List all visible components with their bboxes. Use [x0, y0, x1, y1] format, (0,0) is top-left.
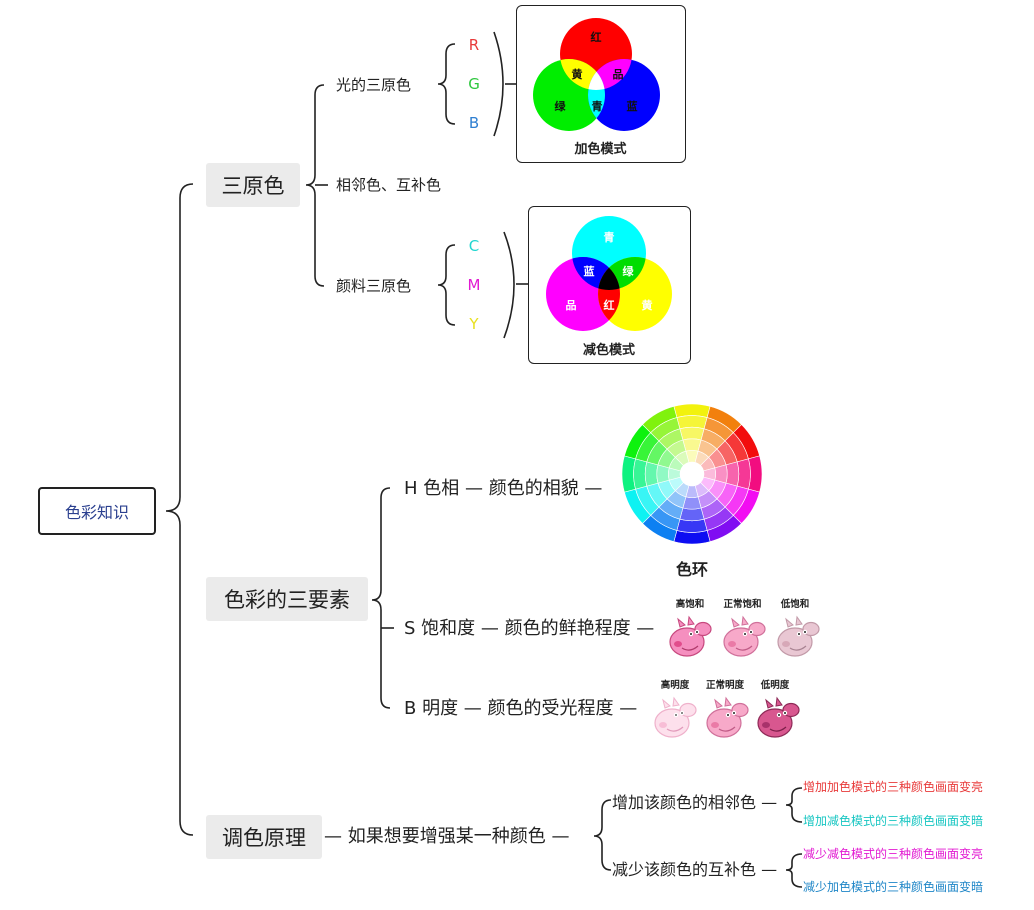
label-magenta: 品 — [613, 68, 624, 81]
label-blue: 蓝 — [627, 99, 638, 113]
label-green: 绿 — [555, 99, 567, 113]
label-green: 绿 — [623, 264, 635, 278]
label-yellow: 黄 — [642, 298, 653, 312]
label-blue: 蓝 — [584, 264, 595, 278]
letter-b: B — [468, 114, 480, 132]
label-normal-saturation: 正常饱和 — [723, 599, 762, 610]
topic-adjacent-complementary[interactable]: 相邻色、互补色 — [336, 176, 442, 194]
topic-saturation[interactable]: S 饱和度 — 颜色的鲜艳程度 — — [404, 618, 655, 639]
wheel-segment — [679, 507, 705, 522]
venn-yellow — [560, 59, 605, 90]
letter-m: M — [467, 276, 481, 294]
topic-brightness[interactable]: B 明度 — 颜色的受光程度 — — [404, 698, 638, 719]
additive-diagram: 红 黄 品 绿 青 蓝 加色模式 — [516, 5, 686, 163]
subtractive-diagram: 青 蓝 绿 品 红 黄 减色模式 — [528, 206, 691, 364]
letter-c: C — [468, 237, 480, 255]
label-red: 红 — [604, 298, 615, 312]
venn-magenta — [588, 59, 632, 90]
letter-g: G — [468, 75, 480, 93]
topic-decrease-complementary[interactable]: 减少该颜色的互补色 — — [612, 860, 778, 879]
subtractive-venn: 青 蓝 绿 品 红 黄 — [546, 216, 672, 331]
effect-increase-subtractive: 增加减色模式的三种颜色画面变暗 — [803, 814, 984, 828]
label-high-saturation: 高饱和 — [675, 599, 705, 610]
label-cyan: 青 — [604, 230, 615, 244]
wheel-segment — [676, 518, 708, 533]
label-normal-brightness: 正常明度 — [705, 680, 744, 691]
subtractive-caption: 减色模式 — [582, 343, 635, 358]
wheel-segment — [644, 461, 659, 487]
topic-mixing-principle[interactable]: 调色原理 — [206, 815, 322, 859]
effect-decrease-additive: 减少加色模式的三种颜色画面变暗 — [803, 880, 984, 894]
label-yellow: 黄 — [572, 67, 583, 81]
root-topic[interactable]: 色彩知识 — [38, 487, 156, 535]
pig-low-brightness — [754, 694, 802, 746]
wheel-center — [680, 462, 704, 486]
label-red: 红 — [591, 30, 602, 44]
wheel-segment — [676, 415, 708, 430]
additive-venn: 红 黄 品 绿 青 蓝 — [533, 18, 660, 131]
effect-increase-additive: 增加加色模式的三种颜色画面变亮 — [803, 780, 984, 794]
topic-primary-colors[interactable]: 三原色 — [206, 163, 300, 207]
topic-light-primaries[interactable]: 光的三原色 — [336, 76, 412, 94]
venn-green — [598, 257, 646, 290]
venn-blue — [572, 257, 620, 290]
topic-pigment-primaries[interactable]: 颜料三原色 — [336, 277, 412, 295]
label-high-brightness: 高明度 — [660, 680, 690, 691]
pig-normal-saturation — [720, 613, 768, 665]
pig-high-brightness — [651, 694, 699, 746]
letter-r: R — [468, 36, 480, 54]
topic-increase-adjacent[interactable]: 增加该颜色的相邻色 — — [612, 793, 778, 812]
label-low-brightness: 低明度 — [760, 680, 790, 691]
wheel-segment — [725, 461, 740, 487]
pig-normal-brightness — [703, 694, 751, 746]
label-low-saturation: 低饱和 — [780, 599, 810, 610]
pig-low-saturation — [774, 613, 822, 665]
wheel-segment — [633, 458, 648, 490]
label-cyan: 青 — [592, 99, 603, 113]
topic-three-elements[interactable]: 色彩的三要素 — [206, 577, 368, 621]
additive-caption: 加色模式 — [574, 142, 627, 157]
color-wheel — [621, 403, 763, 545]
pig-high-saturation — [666, 613, 714, 665]
color-wheel-caption: 色环 — [675, 560, 708, 579]
effect-decrease-subtractive: 减少减色模式的三种颜色画面变亮 — [803, 847, 984, 861]
topic-hue[interactable]: H 色相 — 颜色的相貌 — — [404, 478, 603, 499]
wheel-segment — [679, 426, 705, 441]
letter-y: Y — [469, 315, 479, 333]
topic-mixing-desc[interactable]: — 如果想要增强某一种颜色 — — [324, 826, 570, 847]
label-magenta: 品 — [566, 299, 577, 312]
wheel-segment — [736, 458, 751, 490]
